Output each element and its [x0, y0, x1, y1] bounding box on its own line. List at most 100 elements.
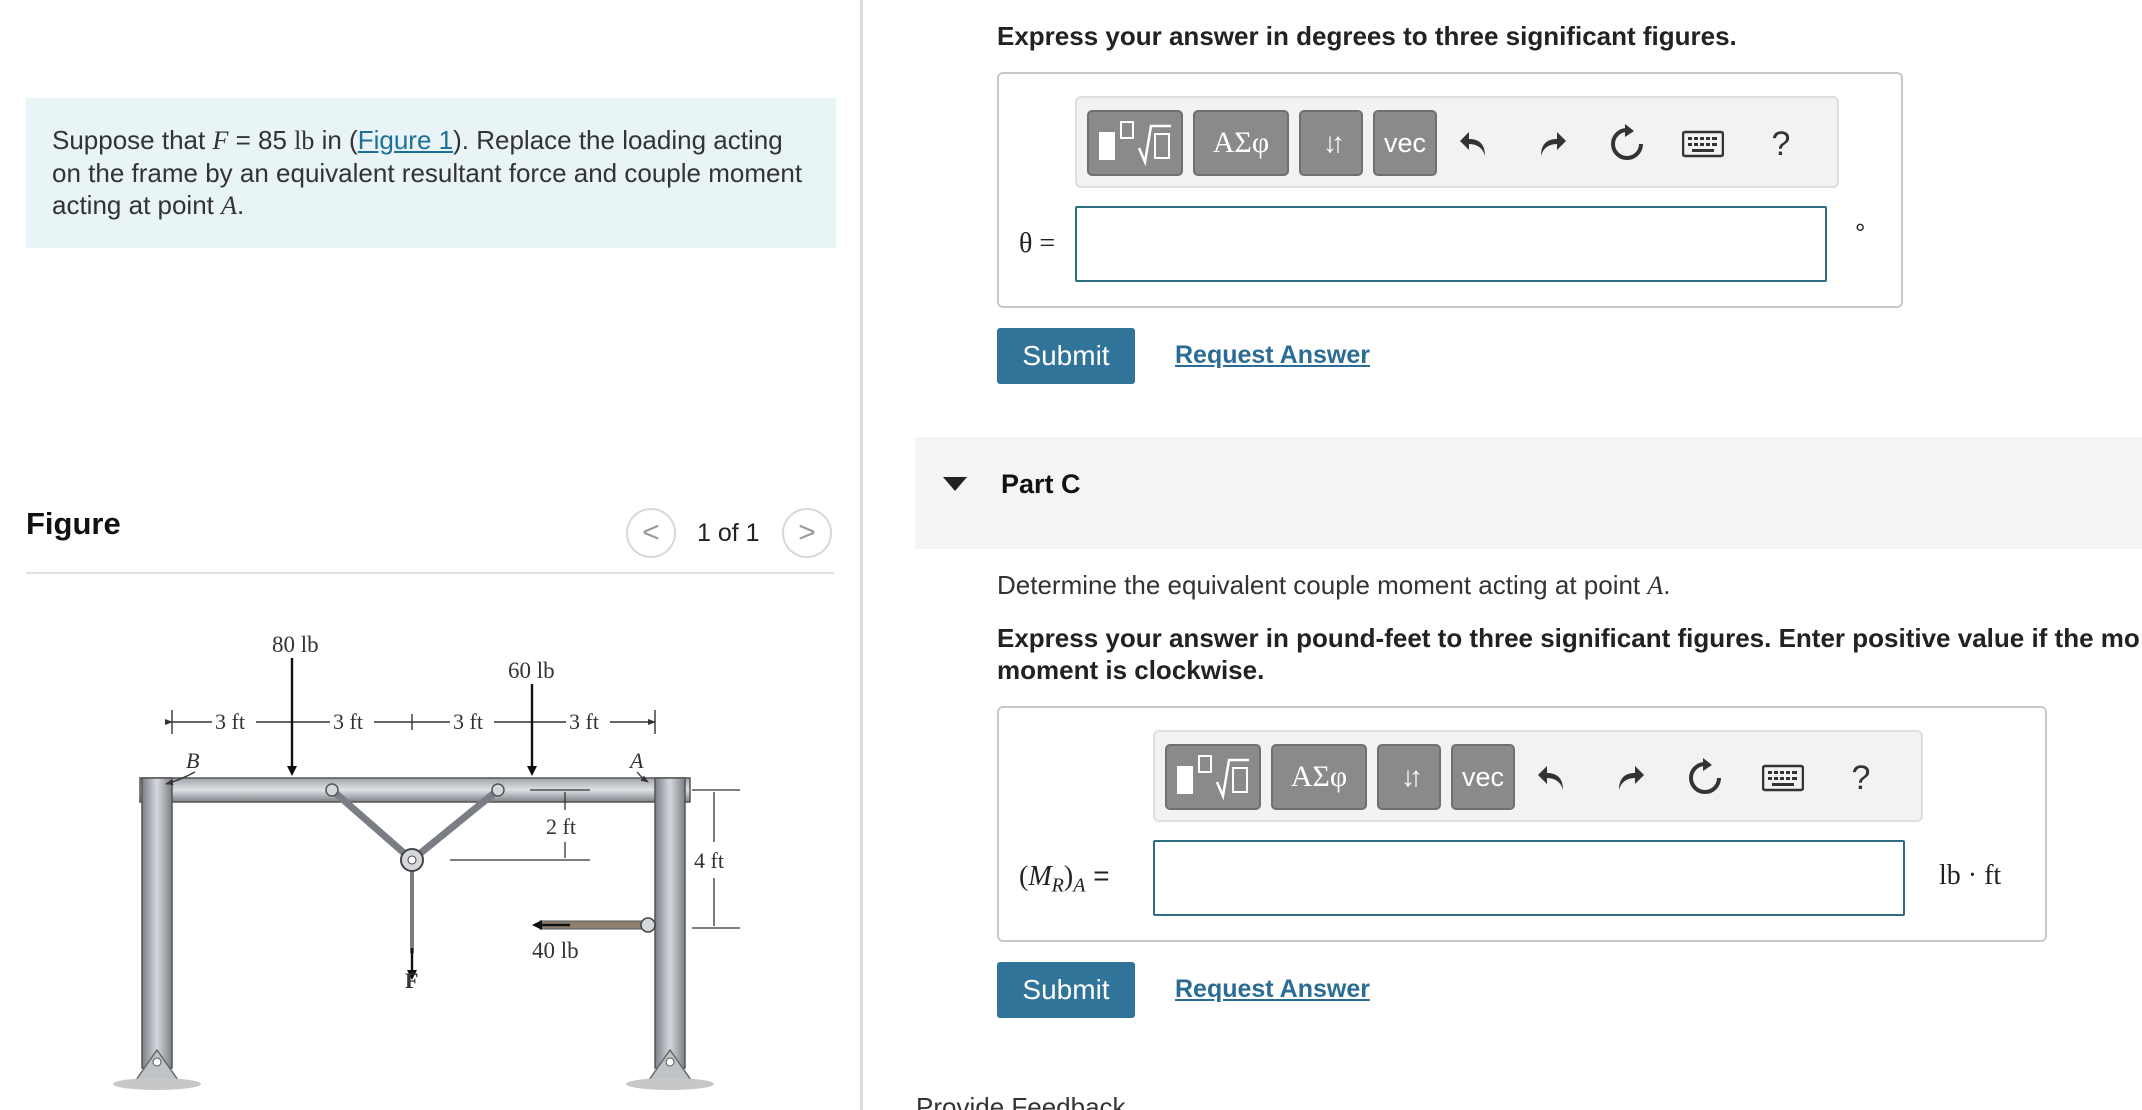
problem-text-in: in (	[314, 125, 358, 155]
figure-prev-button[interactable]: <	[626, 508, 676, 558]
help-icon: ?	[1851, 758, 1871, 797]
dim-label-3ft-3: 3 ft	[453, 709, 483, 734]
moment-equals: =	[1085, 860, 1110, 891]
part-c-answer-box: ΑΣφ ↓↑ vec ? (MR)A = lb · ft	[997, 706, 2047, 942]
vec-label: vec	[1461, 761, 1505, 792]
var-m: M	[1028, 861, 1052, 892]
redo-button[interactable]	[1601, 750, 1657, 806]
load-label-60lb: 60 lb	[508, 658, 555, 683]
vector-button[interactable]: vec	[1373, 110, 1437, 176]
theta-label: θ =	[1019, 228, 1056, 259]
chevron-right-icon: >	[798, 516, 816, 549]
templates-button[interactable]	[1165, 744, 1261, 810]
part-b-request-answer-link[interactable]: Request Answer	[1175, 341, 1370, 369]
redo-icon	[1619, 766, 1644, 790]
templates-icon	[1177, 755, 1249, 801]
moment-unit: lb · ft	[1939, 860, 2002, 891]
part-b-math-toolbar: ΑΣφ ↓↑ vec ?	[1075, 96, 1839, 188]
undo-button[interactable]	[1525, 750, 1581, 806]
arrows-button[interactable]: ↓↑	[1377, 744, 1441, 810]
keyboard-button[interactable]	[1675, 116, 1731, 172]
templates-button[interactable]	[1087, 110, 1183, 176]
reset-button[interactable]	[1599, 116, 1655, 172]
moment-input[interactable]	[1153, 840, 1905, 916]
greek-symbols-button[interactable]: ΑΣφ	[1271, 744, 1367, 810]
problem-period: .	[237, 190, 245, 220]
label-a: A	[628, 748, 644, 773]
part-b-submit-button[interactable]: Submit	[997, 328, 1135, 384]
part-c-header[interactable]: Part C	[915, 437, 2142, 549]
figure-heading: Figure	[26, 506, 121, 541]
part-c-period: .	[1663, 570, 1671, 600]
theta-input[interactable]	[1075, 206, 1827, 282]
help-button[interactable]: ?	[1833, 750, 1889, 806]
part-c-instruction-line1: Express your answer in pound-feet to thr…	[997, 623, 2140, 653]
provide-feedback-link[interactable]: Provide Feedback	[916, 1096, 1156, 1110]
figure-divider	[26, 572, 834, 574]
chevron-left-icon: <	[642, 516, 660, 549]
part-c-prompt: Determine the equivalent couple moment a…	[997, 570, 1671, 601]
var-r-sub: R	[1051, 874, 1064, 897]
load-label-40lb: 40 lb	[532, 938, 579, 963]
figure-counter: 1 of 1	[697, 519, 760, 547]
part-b-answer-box: ΑΣφ ↓↑ vec ? θ = °	[997, 72, 1903, 308]
greek-symbols-button[interactable]: ΑΣφ	[1193, 110, 1289, 176]
redo-button[interactable]	[1523, 116, 1579, 172]
greek-label: ΑΣφ	[1290, 760, 1348, 793]
load-label-f: F	[405, 968, 418, 993]
keyboard-icon	[1682, 130, 1724, 158]
figure-next-button[interactable]: >	[782, 508, 832, 558]
left-column	[141, 777, 173, 1069]
keyboard-button[interactable]	[1755, 750, 1811, 806]
left-panel: Suppose that F = 85 lb in (Figure 1). Re…	[0, 0, 862, 1110]
var-a-sub: A	[1073, 874, 1086, 897]
collapse-triangle-icon[interactable]	[943, 477, 967, 491]
var-f: F	[212, 126, 229, 155]
dim-label-4ft: 4 ft	[694, 848, 724, 873]
vec-label: vec	[1383, 127, 1427, 158]
templates-icon	[1099, 121, 1171, 167]
problem-value: = 85	[228, 125, 295, 155]
dim-line-4ft	[692, 789, 740, 929]
dim-line-2ft	[450, 789, 590, 861]
part-c-point-a: A	[1647, 571, 1664, 600]
degree-unit: °	[1855, 218, 1866, 248]
part-b-instruction: Express your answer in degrees to three …	[997, 21, 1737, 51]
part-c-request-answer-link[interactable]: Request Answer	[1175, 975, 1370, 1003]
part-c-math-toolbar: ΑΣφ ↓↑ vec ?	[1153, 730, 1923, 822]
dim-label-3ft-2: 3 ft	[333, 709, 363, 734]
feedback-text: Provide Feedback	[916, 1096, 1126, 1110]
dim-label-3ft-1: 3 ft	[215, 709, 245, 734]
left-support	[113, 1048, 201, 1090]
unit-lb: lb	[294, 126, 315, 155]
part-c-submit-button[interactable]: Submit	[997, 962, 1135, 1018]
load-label-80lb: 80 lb	[272, 632, 319, 657]
moment-label: (MR)A =	[1019, 860, 1110, 897]
vector-button[interactable]: vec	[1451, 744, 1515, 810]
problem-text-cont: ). Replace the loading acting on the fra…	[52, 125, 803, 220]
frame-figure: 3 ft 3 ft 3 ft 3 ft B A	[113, 632, 740, 1090]
dim-label-2ft: 2 ft	[546, 814, 576, 839]
help-button[interactable]: ?	[1753, 116, 1809, 172]
part-c-instruction-line2: moment is clockwise.	[997, 655, 1265, 685]
right-support	[626, 1048, 714, 1090]
arrows-button[interactable]: ↓↑	[1299, 110, 1363, 176]
arrows-up-down-icon: ↓↑	[1401, 761, 1423, 792]
point-a: A	[221, 191, 238, 220]
figure-link[interactable]: Figure 1	[357, 125, 454, 155]
help-icon: ?	[1771, 124, 1791, 163]
dim-label-3ft-4: 3 ft	[569, 709, 599, 734]
y-brace	[328, 786, 502, 954]
keyboard-icon	[1762, 764, 1804, 792]
greek-label: ΑΣφ	[1212, 126, 1270, 159]
reset-icon	[1611, 124, 1643, 160]
right-column	[654, 777, 686, 1069]
reset-button[interactable]	[1677, 750, 1733, 806]
problem-statement: Suppose that F = 85 lb in (Figure 1). Re…	[26, 98, 836, 248]
panel-divider[interactable]	[860, 0, 863, 1110]
undo-button[interactable]	[1447, 116, 1503, 172]
reset-icon	[1689, 758, 1721, 794]
part-c-prompt-text: Determine the equivalent couple moment a…	[997, 570, 1648, 600]
redo-icon	[1541, 132, 1566, 156]
horizontal-beam	[139, 777, 691, 803]
